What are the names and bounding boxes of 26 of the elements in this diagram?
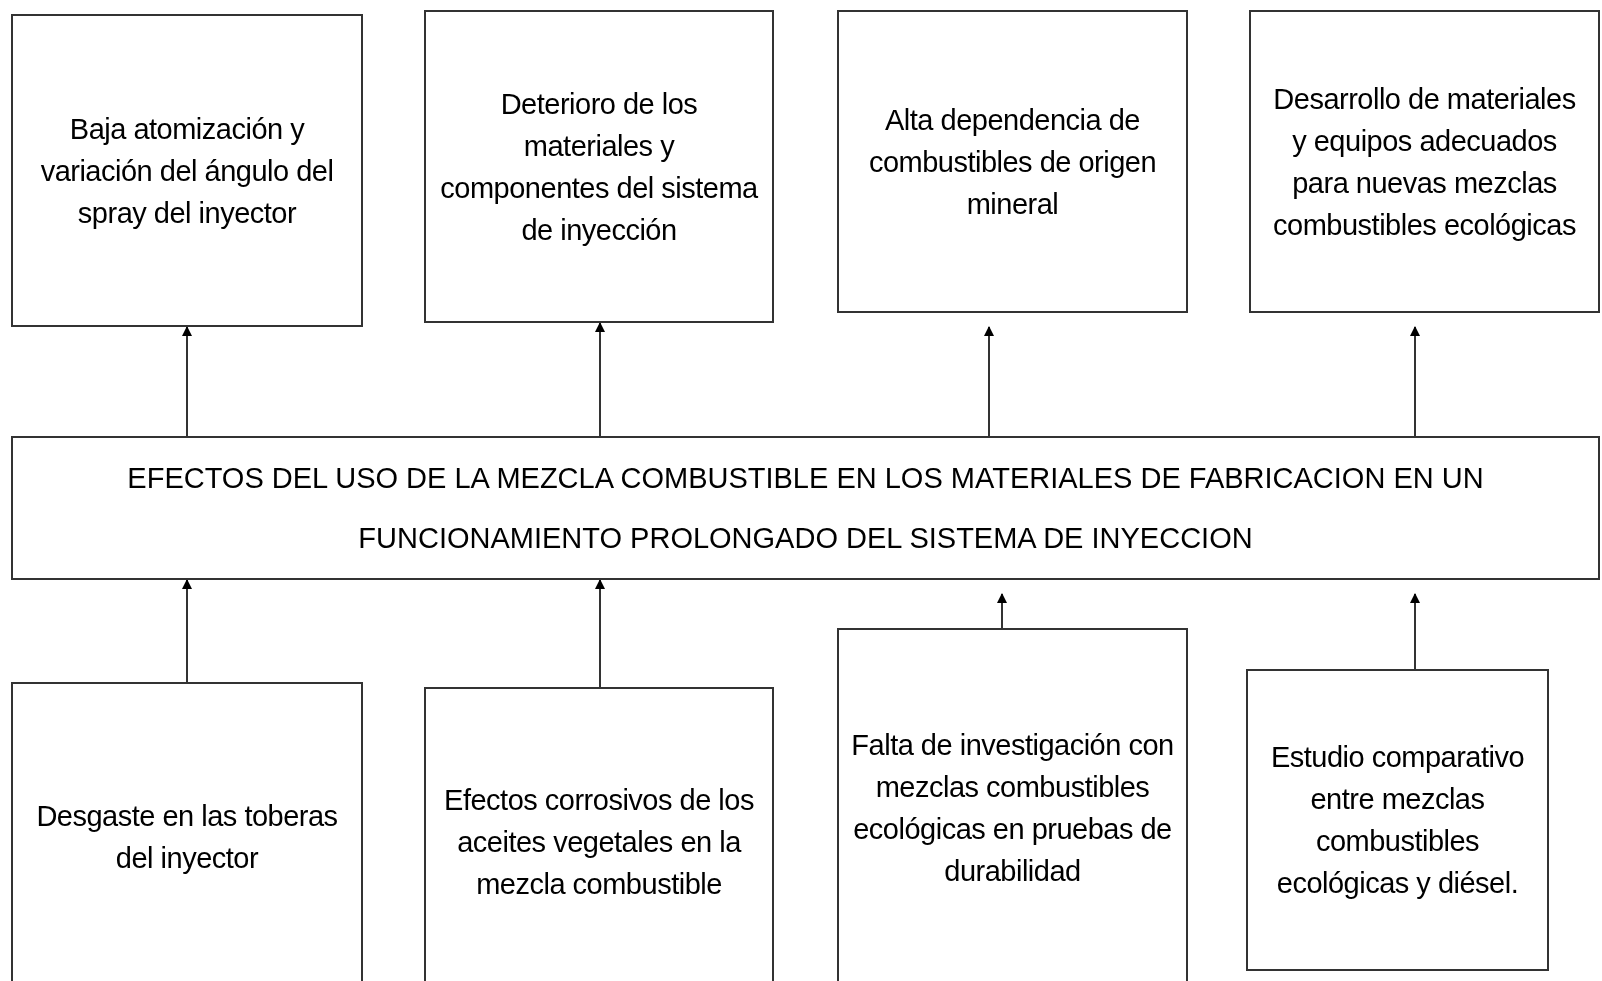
text-box [1249,10,1600,313]
box-text: Baja atomización y variación del ángulo del spray del inyector [39,111,335,231]
arrow [595,579,605,688]
central-box [11,436,1600,580]
text-box [837,10,1188,313]
arrow [182,326,192,437]
box-text: Desarrollo de materiales y equipos adecuados para nuevas mezclas combustibles ecológicas [1272,81,1577,243]
box-text: Desgaste en las toberas del inyector [35,799,339,876]
box-text: EFECTOS DEL USO DE LA MEZCLA COMBUSTIBLE EN LOS MATERIALES DE FABRICACION EN UN FUNCIONAMIENTO PROLONGADO DEL SISTEMA DE INYECCION [126,461,1485,556]
box-text: Efectos corrosivos de los aceites vegetales en la mezcla combustible [443,783,755,902]
text-box [1246,669,1549,971]
box-text: Deterioro de los materiales y componentes del sistema de inyección [439,86,759,248]
text-box [424,687,774,981]
arrow [182,579,192,683]
arrow [1410,326,1420,437]
arrow [1410,593,1420,670]
text-box [837,628,1188,981]
text-box [11,14,363,327]
arrow [595,322,605,437]
text-box [11,682,363,981]
box-text: Falta de investigación con mezclas combustibles ecológicas en pruebas de durabilidad [851,728,1174,889]
box-text: Estudio comparativo entre mezclas combustibles ecológicas y diésel. [1269,740,1526,901]
arrow [997,593,1007,629]
arrow [984,326,994,437]
box-text: Alta dependencia de combustibles de origen mineral [867,102,1158,222]
text-box [424,10,774,323]
